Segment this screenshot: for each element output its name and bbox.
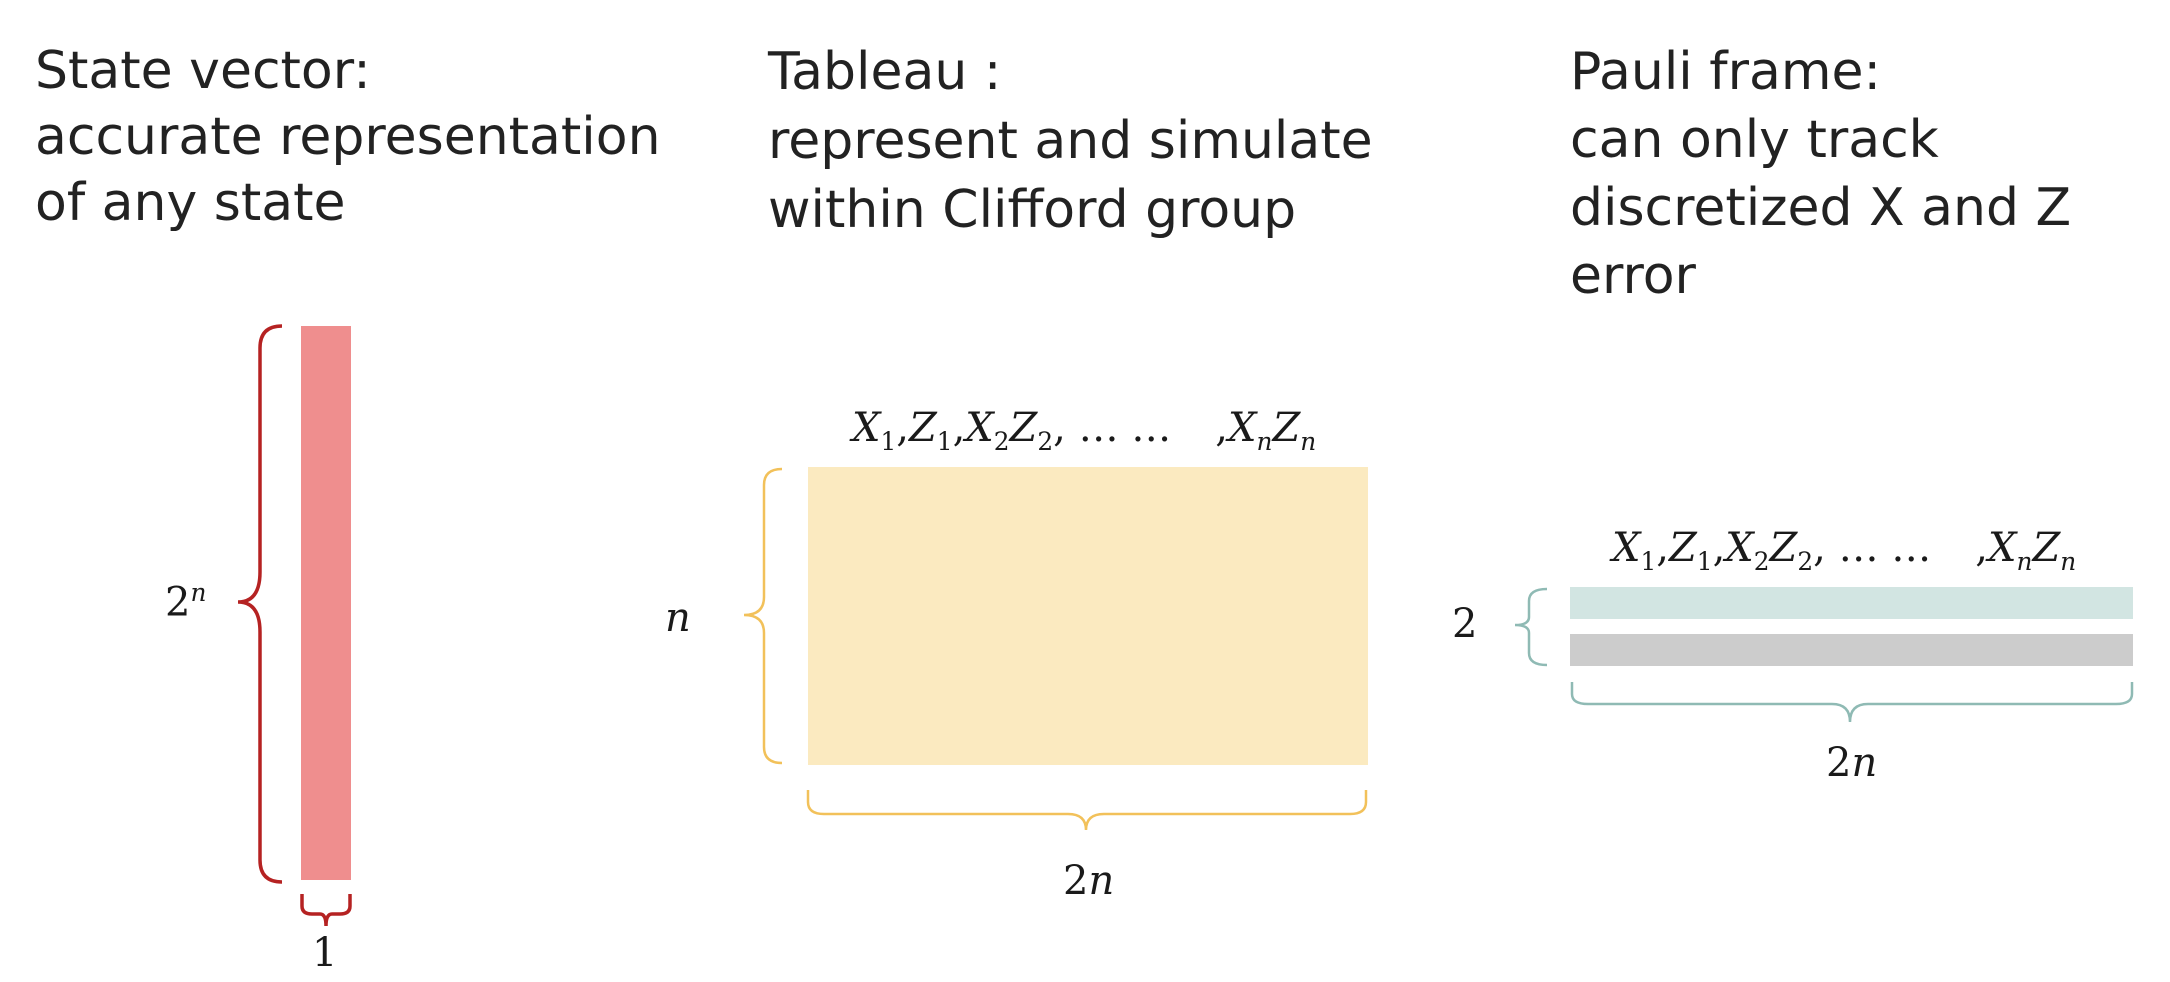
state-vector-height-label: 2n xyxy=(165,578,206,625)
state-vector-width-label: 1 xyxy=(312,930,338,976)
pauli-frame-width-label: 2n xyxy=(1826,740,1878,786)
tableau-width-label: 2n xyxy=(1063,858,1115,904)
tableau-title: Tableau : represent and simulate within … xyxy=(768,42,1373,240)
state-vector-title: State vector: accurate representation of… xyxy=(35,41,661,233)
tableau-height-label: n xyxy=(665,595,691,641)
state-vector-block xyxy=(301,326,351,880)
pauli-frame-width-brace xyxy=(1570,682,2134,723)
tableau-width-brace xyxy=(806,790,1368,831)
pauli-frame-columns-label: X1,Z1,X2Z2, … …,XnZn xyxy=(1612,525,2077,576)
pauli-frame-height-brace xyxy=(1514,587,1548,667)
tableau-block xyxy=(808,467,1368,765)
pauli-frame-row-z xyxy=(1570,634,2133,666)
tableau-height-brace xyxy=(743,467,783,765)
pauli-frame-height-label: 2 xyxy=(1452,601,1478,647)
height-label-base: 2 xyxy=(165,579,191,626)
state-vector-width-brace xyxy=(300,894,352,927)
pauli-frame-title: Pauli frame: can only track discretized … xyxy=(1570,42,2072,306)
state-vector-height-brace xyxy=(237,324,283,884)
tableau-columns-label: X1,Z1,X2Z2, … …,XnZn xyxy=(852,405,1317,456)
pauli-frame-row-x xyxy=(1570,587,2133,619)
height-label-exp: n xyxy=(190,578,207,607)
